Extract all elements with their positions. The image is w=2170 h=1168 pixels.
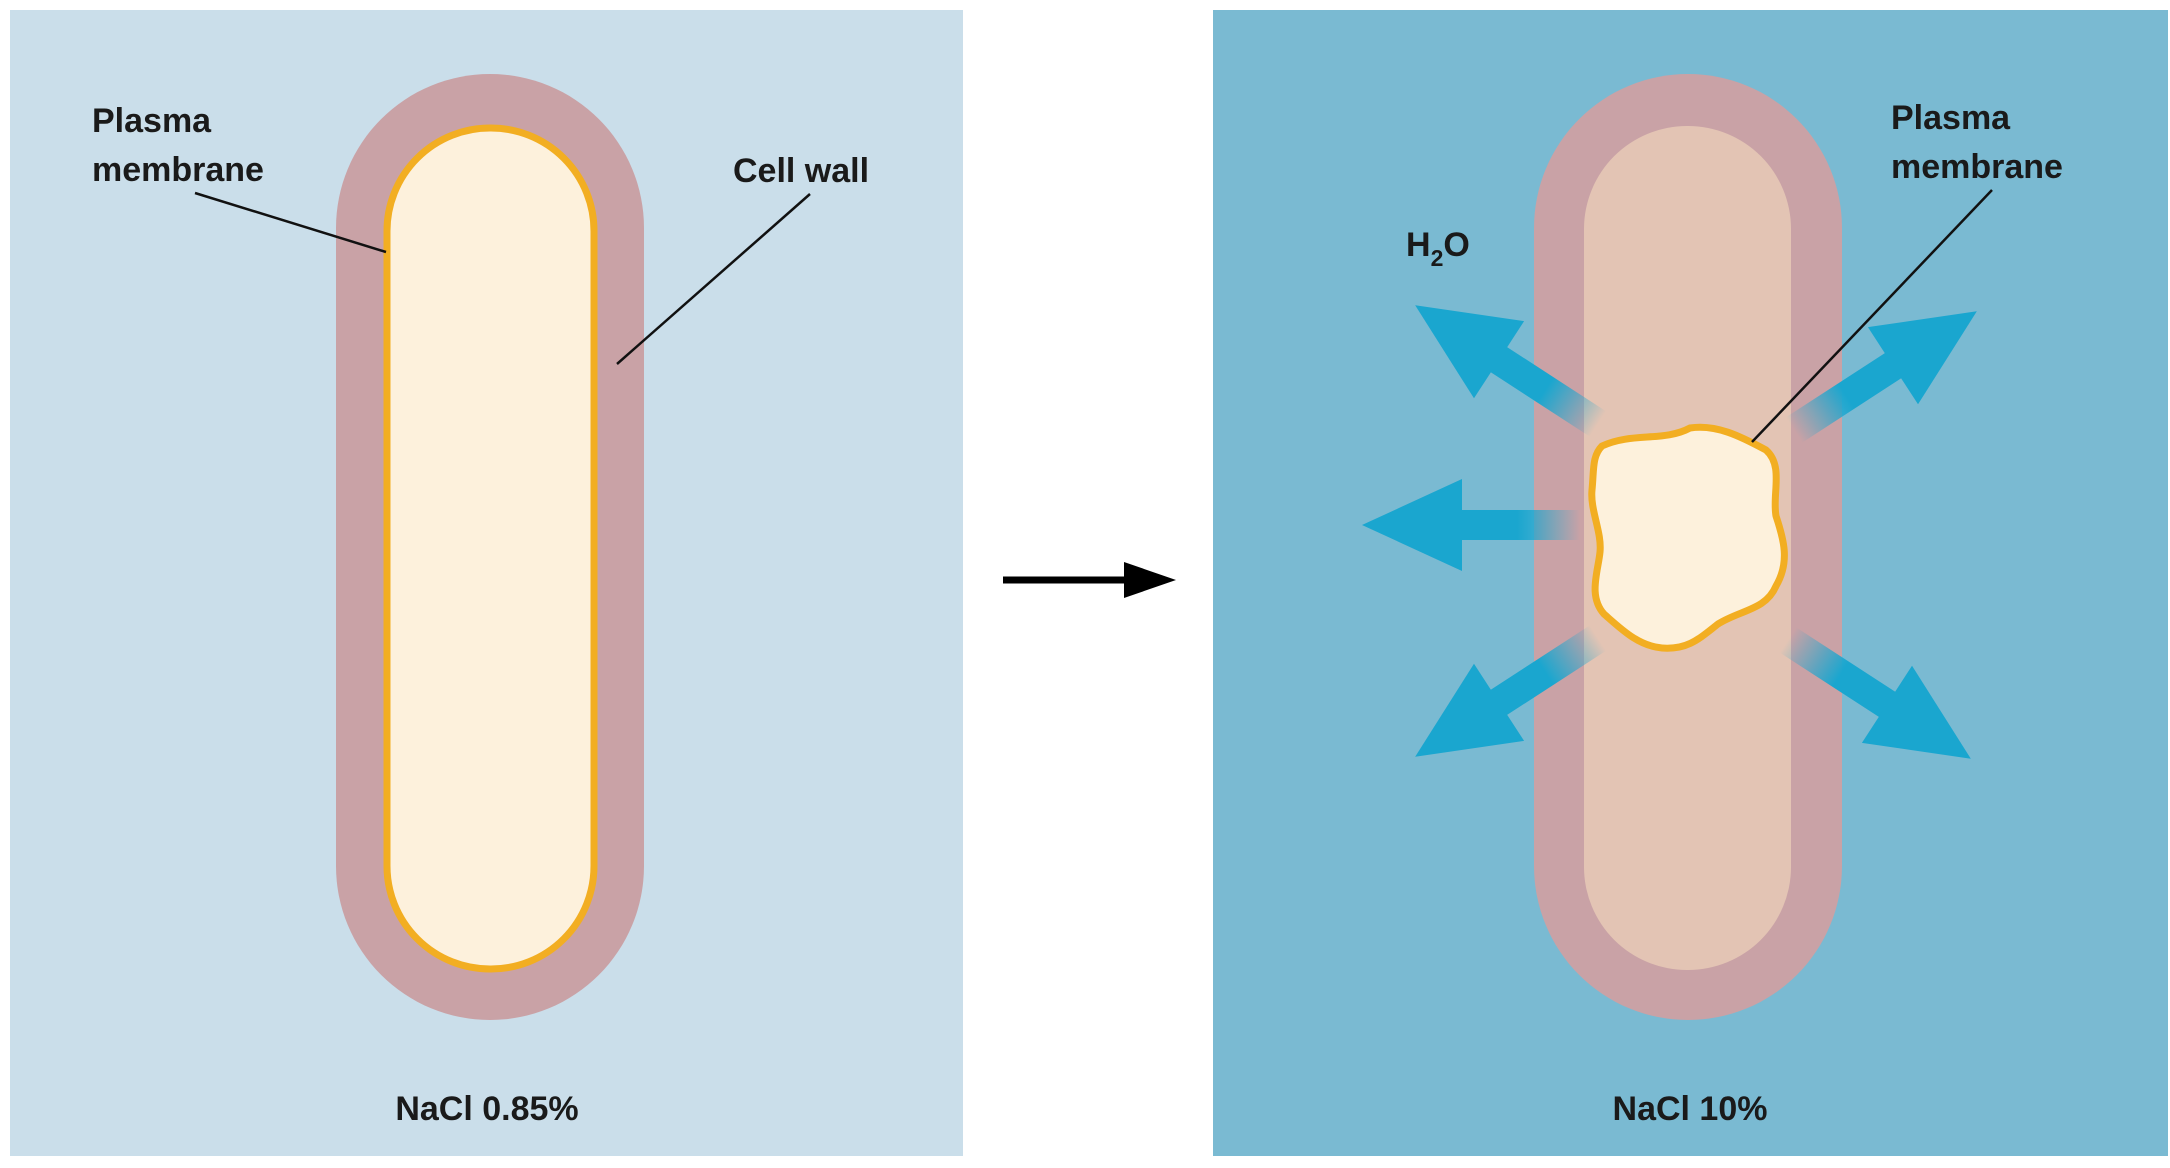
right-arrow-icon: [1003, 562, 1176, 598]
water-label-subscript: 2: [1431, 245, 1444, 271]
water-label-h: H: [1406, 226, 1431, 264]
plasma-membrane-label: Plasma membrane: [92, 102, 264, 189]
plasma-membrane-label-line-1: Plasma: [1891, 99, 2011, 137]
plasma-membrane-leader-line: [194, 191, 387, 254]
plasma-membrane-label-line-1: Plasma: [92, 102, 212, 140]
plasma-membrane-leader-line: [1751, 189, 1993, 443]
plasma-membrane-label-line-2: membrane: [1891, 148, 2063, 186]
cell-wall-leader-line: [616, 193, 811, 365]
plasma-membrane-label-line-2: membrane: [92, 151, 264, 189]
water-label: H2O: [1406, 226, 1470, 271]
isotonic-panel: Plasma membrane Cell wall NaCl 0.85%: [10, 10, 963, 1156]
plasma-membrane: [383, 124, 598, 973]
cell-wall-label: Cell wall: [733, 152, 869, 190]
hypertonic-panel: H2O Plasma membrane NaCl 10%: [1213, 10, 2168, 1156]
plasma-membrane-label: Plasma membrane: [1891, 99, 2063, 186]
water-label-o: O: [1443, 226, 1469, 264]
normal-cell: [336, 74, 644, 1020]
shrunken-plasma-membrane: [1588, 423, 1788, 652]
isotonic-condition-label: NaCl 0.85%: [395, 1090, 578, 1128]
hypertonic-condition-label: NaCl 10%: [1613, 1090, 1768, 1128]
